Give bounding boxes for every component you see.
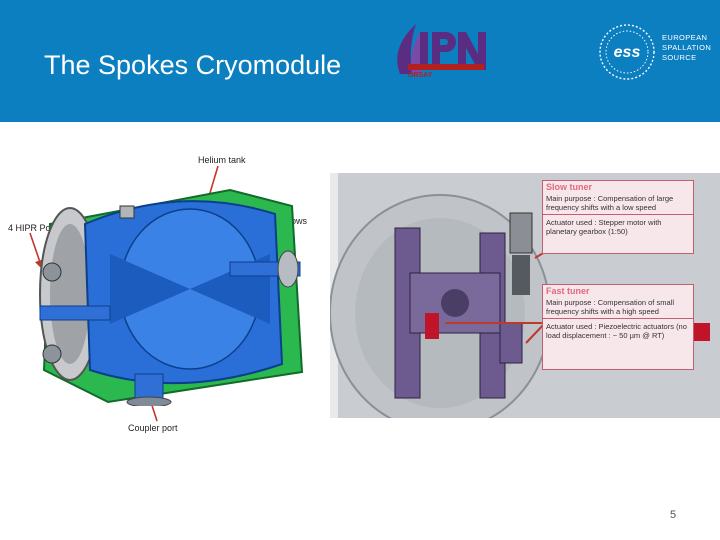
ipn-orsay-label: ORSAY	[408, 72, 433, 79]
slow-tuner-separator	[543, 214, 693, 215]
header-band	[0, 0, 720, 122]
page-number: 5	[670, 509, 677, 521]
slow-tuner-header: Slow tuner	[546, 182, 593, 192]
slow-tuner-actuator: Actuator used : Stepper motor with plane…	[546, 218, 662, 236]
label-coupler-port: Coupler port	[128, 423, 178, 433]
label-helium-tank: Helium tank	[198, 155, 246, 165]
ess-line-1: EUROPEAN	[662, 33, 708, 42]
slow-tuner-purpose: Main purpose : Compensation of large fre…	[546, 194, 674, 212]
fast-tuner-callout: Fast tuner Main purpose : Compensation o…	[542, 284, 694, 370]
ipn-logo	[397, 24, 486, 74]
slow-tuner-callout: Slow tuner Main purpose : Compensation o…	[542, 180, 694, 254]
tuner-photo-panel	[330, 173, 720, 418]
ess-line-3: SOURCE	[662, 53, 697, 62]
fast-tuner-actuator: Actuator used : Piezoelectric actuators …	[546, 322, 687, 340]
label-hipr-ports: 4 HIPR Ports	[8, 223, 61, 233]
tuner-photo-illustration	[330, 173, 720, 418]
ess-mark: ess	[614, 44, 641, 61]
ipn-subtitle-bar	[408, 64, 484, 70]
cryomodule-cutaway-illustration	[39, 188, 304, 406]
ess-line-2: SPALLATION	[662, 43, 712, 52]
slide-title: The Spokes Cryomodule	[44, 50, 342, 80]
ess-wordmark: EUROPEAN SPALLATION SOURCE	[662, 33, 711, 63]
fast-tuner-header: Fast tuner	[546, 286, 590, 296]
fast-tuner-separator	[543, 318, 693, 319]
ess-logo: ess	[599, 24, 655, 80]
fast-tuner-purpose: Main purpose : Compensation of small fre…	[546, 298, 674, 316]
